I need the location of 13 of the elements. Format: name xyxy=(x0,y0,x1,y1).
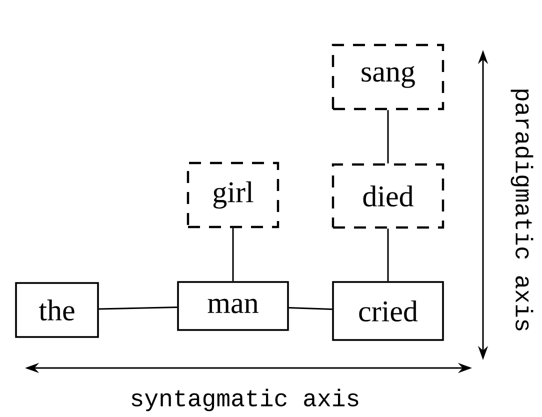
connector-line xyxy=(98,306,178,310)
connector-line xyxy=(387,228,389,282)
dashed-word-box: girl xyxy=(186,162,280,228)
axis-label: syntagmatic axis xyxy=(132,388,358,412)
word-box: man xyxy=(177,281,289,331)
dashed-word-box: sang xyxy=(332,44,444,110)
connector-line xyxy=(288,307,332,310)
connector-line xyxy=(387,110,389,164)
axis-label: paradigmatic axis xyxy=(510,90,534,330)
dashed-word-box: died xyxy=(332,163,444,229)
word-box: the xyxy=(15,282,99,338)
word-box: cried xyxy=(332,281,444,341)
connector-line xyxy=(232,228,234,282)
